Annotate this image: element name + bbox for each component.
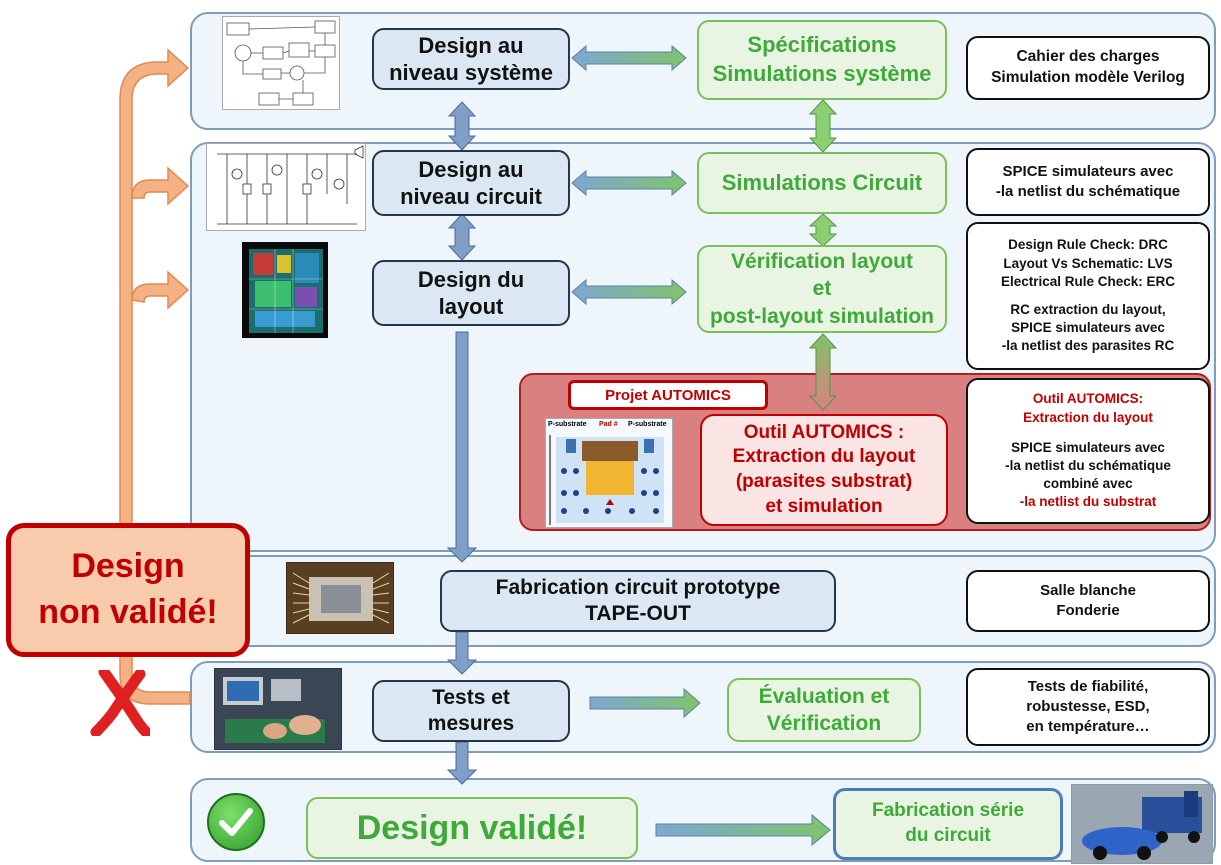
red-cross-icon [90, 666, 152, 738]
check-mark-icon [207, 793, 265, 851]
automics-tool-box: Outil AUTOMICS : Extraction du layout (p… [700, 414, 948, 526]
automics-project-label: Projet AUTOMICS [568, 380, 768, 410]
automics-notes-box: Outil AUTOMICS: Extraction du layout SPI… [966, 378, 1210, 524]
fabrication-notes-box: Salle blanche Fonderie [966, 570, 1210, 632]
substrate-figure-image: P-substrate Pad # P-substrate [545, 418, 673, 528]
automics-notes-body: SPICE simulateurs avec -la netlist du sc… [1005, 439, 1171, 492]
circuit-schematic-image [206, 143, 366, 231]
tests-notes-box: Tests de fiabilité, robustesse, ESD, en … [966, 668, 1210, 746]
system-block-diagram-image [222, 16, 340, 110]
layout-verification-box: Vérification layout et post-layout simul… [697, 245, 947, 333]
layout-checks-box: Design Rule Check: DRC Layout Vs Schemat… [966, 222, 1210, 370]
single-right-arrows [589, 687, 831, 847]
lab-test-image [214, 668, 342, 750]
fabrication-prototype-box: Fabrication circuit prototype TAPE-OUT [440, 570, 836, 632]
tests-measures-box: Tests et mesures [372, 680, 570, 742]
vertical-blue-arrows [446, 101, 478, 785]
layout-checks-text: Design Rule Check: DRC Layout Vs Schemat… [1000, 237, 1176, 289]
system-notes-box: Cahier des charges Simulation modèle Ver… [966, 36, 1210, 100]
design-layout-box: Design du layout [372, 260, 570, 326]
series-fabrication-box: Fabrication série du circuit [833, 788, 1063, 860]
system-specs-box: Spécifications Simulations système [697, 20, 947, 100]
layout-rc-text: RC extraction du layout, SPICE simulateu… [1001, 302, 1175, 354]
chip-package-image [286, 562, 394, 634]
design-system-level-box: Design au niveau système [372, 28, 570, 90]
horizontal-double-arrows [571, 44, 687, 306]
automics-notes-title: Outil AUTOMICS: Extraction du layout [1023, 391, 1153, 425]
design-valid-box: Design validé! [306, 797, 638, 859]
substrate-right-label: P-substrate [628, 421, 667, 428]
circuit-sim-box: Simulations Circuit [697, 152, 947, 214]
design-circuit-level-box: Design au niveau circuit [372, 150, 570, 216]
automics-notes-last: -la netlist du substrat [1019, 494, 1157, 510]
cars-truck-image [1071, 784, 1213, 864]
substrate-left-label: P-substrate [548, 421, 587, 428]
evaluation-box: Évaluation et Vérification [727, 678, 921, 742]
design-not-valid-box: Design non validé! [6, 523, 250, 657]
substrate-pad-label: Pad # [599, 421, 618, 428]
vertical-green-arrows [808, 99, 838, 411]
circuit-notes-box: SPICE simulateurs avec -la netlist du sc… [966, 148, 1210, 216]
chip-layout-image [242, 242, 328, 338]
